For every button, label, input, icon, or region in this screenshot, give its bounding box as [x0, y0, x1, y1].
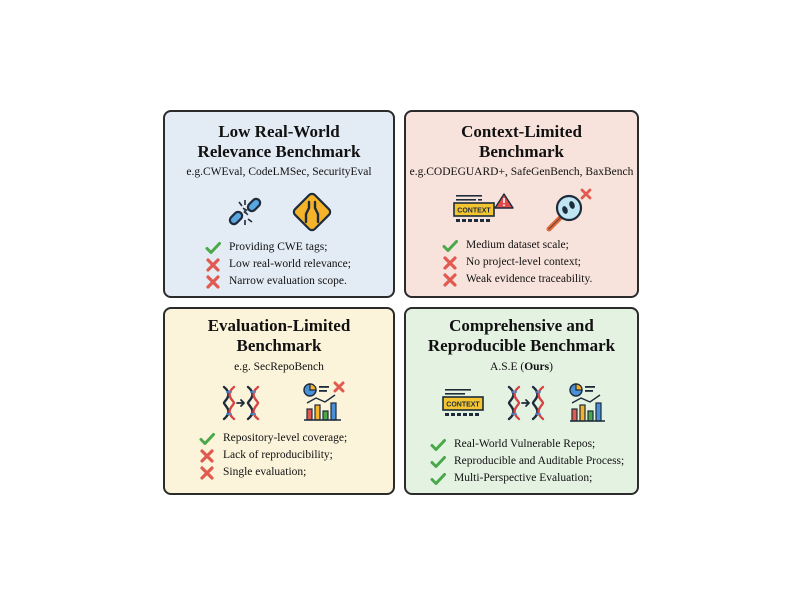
card-subtitle: e.g.CODEGUARD+, SafeGenBench, BaxBench [409, 166, 634, 178]
icon-row: CONTEXT [406, 381, 637, 425]
list-item: Weak evidence traceability. [442, 271, 592, 288]
dna-transfer-icon [221, 385, 261, 426]
list-item: Lack of reproducibility; [199, 447, 347, 464]
cross-icon [442, 255, 458, 271]
context-icon: CONTEXT [442, 387, 486, 426]
subtitle-bold: Ours [524, 361, 550, 373]
item-text: Medium dataset scale; [466, 239, 569, 251]
cross-icon [442, 272, 458, 288]
feature-list: Repository-level coverage; Lack of repro… [199, 430, 347, 481]
card-evaluation-limited: Evaluation-Limited Benchmark e.g. SecRep… [163, 307, 395, 495]
item-text: Repository-level coverage; [223, 432, 348, 444]
list-item: Low real-world relevance; [205, 256, 351, 273]
context-warning-icon: CONTEXT [452, 192, 514, 233]
card-subtitle: e.g. SecRepoBench [234, 361, 324, 373]
card-low-relevance: Low Real-World Relevance Benchmark e.g.C… [163, 110, 395, 298]
card-title: Context-Limited Benchmark [461, 122, 582, 161]
item-text: No project-level context; [466, 256, 581, 268]
cross-icon [199, 448, 215, 464]
item-text: Low real-world relevance; [229, 258, 351, 270]
list-item: Repository-level coverage; [199, 430, 347, 447]
check-icon [442, 238, 458, 254]
check-icon [430, 454, 446, 470]
context-label: CONTEXT [446, 402, 480, 409]
cross-icon [205, 274, 221, 290]
check-icon [430, 437, 446, 453]
list-item: No project-level context; [442, 254, 592, 271]
card-context-limited: Context-Limited Benchmark e.g.CODEGUARD+… [404, 110, 639, 298]
analytics-cross-icon [301, 381, 349, 428]
card-subtitle: e.g.CWEval, CodeLMSec, SecurityEval [186, 166, 372, 178]
list-item: Providing CWE tags; [205, 239, 351, 256]
item-text: Lack of reproducibility; [223, 449, 333, 461]
list-item: Medium dataset scale; [442, 237, 592, 254]
dna-transfer-icon [506, 385, 546, 426]
context-label: CONTEXT [457, 208, 491, 215]
item-text: Single evaluation; [223, 466, 307, 478]
list-item: Narrow evaluation scope. [205, 273, 351, 290]
item-text: Reproducible and Auditable Process; [454, 455, 625, 467]
card-comprehensive: Comprehensive and Reproducible Benchmark… [404, 307, 639, 495]
check-icon [199, 431, 215, 447]
item-text: Weak evidence traceability. [466, 273, 593, 285]
list-item: Multi-Perspective Evaluation; [430, 470, 624, 487]
broken-chain-icon [225, 192, 265, 237]
road-narrows-sign-icon [291, 191, 333, 238]
cross-icon [205, 257, 221, 273]
cross-icon [199, 465, 215, 481]
icon-row: CONTEXT [406, 188, 637, 232]
card-title: Comprehensive and Reproducible Benchmark [427, 316, 616, 355]
card-title: Evaluation-Limited Benchmark [207, 316, 351, 355]
check-icon [430, 471, 446, 487]
feature-list: Medium dataset scale; No project-level c… [442, 237, 592, 288]
icon-row [165, 381, 393, 425]
icon-row [165, 190, 393, 234]
feature-list: Real-World Vulnerable Repos; Reproducibl… [430, 436, 624, 487]
card-title: Low Real-World Relevance Benchmark [197, 122, 361, 161]
list-item: Real-World Vulnerable Repos; [430, 436, 624, 453]
check-icon [205, 240, 221, 256]
magnifier-footprints-icon [544, 188, 594, 237]
analytics-icon [568, 382, 608, 429]
list-item: Reproducible and Auditable Process; [430, 453, 624, 470]
feature-list: Providing CWE tags; Low real-world relev… [205, 239, 351, 290]
subtitle-prefix: A.S.E ( [490, 361, 525, 373]
card-subtitle: A.S.E (Ours) [406, 360, 637, 374]
item-text: Real-World Vulnerable Repos; [454, 438, 596, 450]
item-text: Providing CWE tags; [229, 241, 328, 253]
item-text: Narrow evaluation scope. [229, 275, 347, 287]
item-text: Multi-Perspective Evaluation; [454, 472, 593, 484]
list-item: Single evaluation; [199, 464, 347, 481]
subtitle-suffix: ) [549, 361, 553, 373]
